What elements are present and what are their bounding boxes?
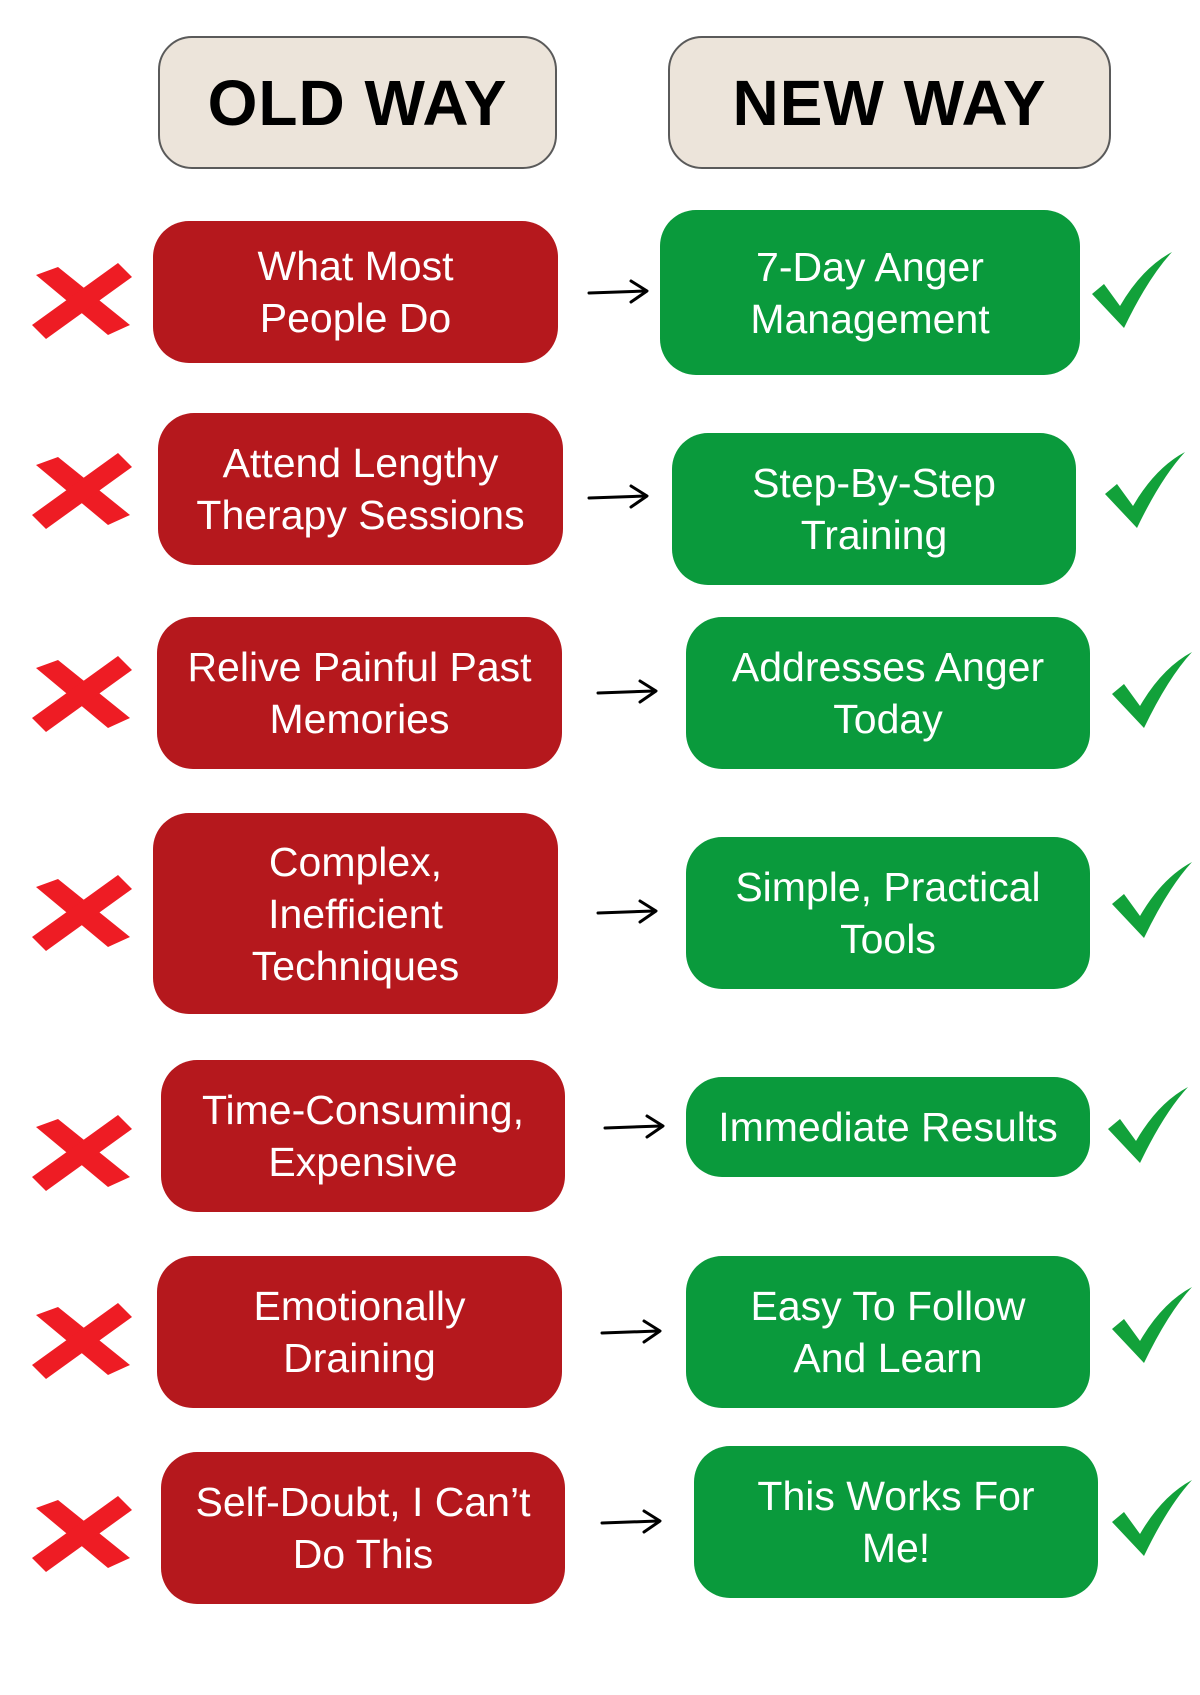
new-way-box: 7-Day Anger Management: [660, 210, 1080, 375]
new-way-text: Immediate Results: [718, 1104, 1058, 1150]
new-way-text: Simple, Practical Tools: [735, 864, 1041, 962]
arrow-right-icon: [603, 1114, 665, 1139]
check-icon: [1112, 1287, 1192, 1363]
old-way-box: Emotionally Draining: [157, 1256, 562, 1408]
check-icon: [1108, 1087, 1188, 1163]
arrow-right-icon: [587, 484, 649, 509]
old-way-text: Complex, Inefficient Techniques: [251, 838, 460, 989]
new-way-box: Addresses Anger Today: [686, 617, 1090, 769]
new-way-text: Addresses Anger Today: [731, 644, 1045, 742]
new-way-box: Step-By-Step Training: [672, 433, 1076, 585]
old-way-box: Self-Doubt, I Can’t Do This: [161, 1452, 565, 1604]
check-icon: [1112, 862, 1192, 938]
old-way-text: Self-Doubt, I Can’t Do This: [195, 1479, 531, 1577]
old-way-box: Time-Consuming, Expensive: [161, 1060, 565, 1212]
arrow-right-icon: [587, 279, 649, 304]
arrow-right-icon: [600, 1509, 662, 1534]
cross-icon: [32, 263, 132, 339]
check-icon: [1105, 452, 1185, 528]
check-icon: [1112, 652, 1192, 728]
cross-icon: [32, 1303, 132, 1379]
new-way-text: This Works For Me!: [757, 1473, 1035, 1571]
new-way-box: Simple, Practical Tools: [686, 837, 1090, 989]
old-way-box: Complex, Inefficient Techniques: [153, 813, 558, 1014]
new-way-text: Step-By-Step Training: [752, 460, 996, 558]
cross-icon: [32, 453, 132, 529]
old-way-text: Emotionally Draining: [253, 1283, 466, 1381]
cross-icon: [32, 656, 132, 732]
old-way-text: Time-Consuming, Expensive: [201, 1087, 524, 1185]
arrow-right-icon: [596, 899, 658, 924]
old-way-box: Attend Lengthy Therapy Sessions: [158, 413, 563, 565]
new-way-box: This Works For Me!: [694, 1446, 1098, 1598]
arrow-right-icon: [600, 1319, 662, 1344]
old-way-box: Relive Painful Past Memories: [157, 617, 562, 769]
cross-icon: [32, 1496, 132, 1572]
cross-icon: [32, 875, 132, 951]
cross-icon: [32, 1115, 132, 1191]
old-way-text: Attend Lengthy Therapy Sessions: [196, 440, 525, 538]
old-way-text: Relive Painful Past Memories: [187, 644, 532, 742]
old-way-text: What Most People Do: [257, 243, 454, 341]
arrow-right-icon: [596, 679, 658, 704]
new-way-box: Immediate Results: [686, 1077, 1090, 1177]
old-way-header: OLD WAY: [158, 36, 557, 169]
new-way-box: Easy To Follow And Learn: [686, 1256, 1090, 1408]
old-way-box: What Most People Do: [153, 221, 558, 363]
new-way-text: 7-Day Anger Management: [750, 243, 990, 342]
check-icon: [1092, 252, 1172, 328]
new-way-header: NEW WAY: [668, 36, 1111, 169]
check-icon: [1112, 1480, 1192, 1556]
new-way-text: Easy To Follow And Learn: [750, 1283, 1026, 1381]
